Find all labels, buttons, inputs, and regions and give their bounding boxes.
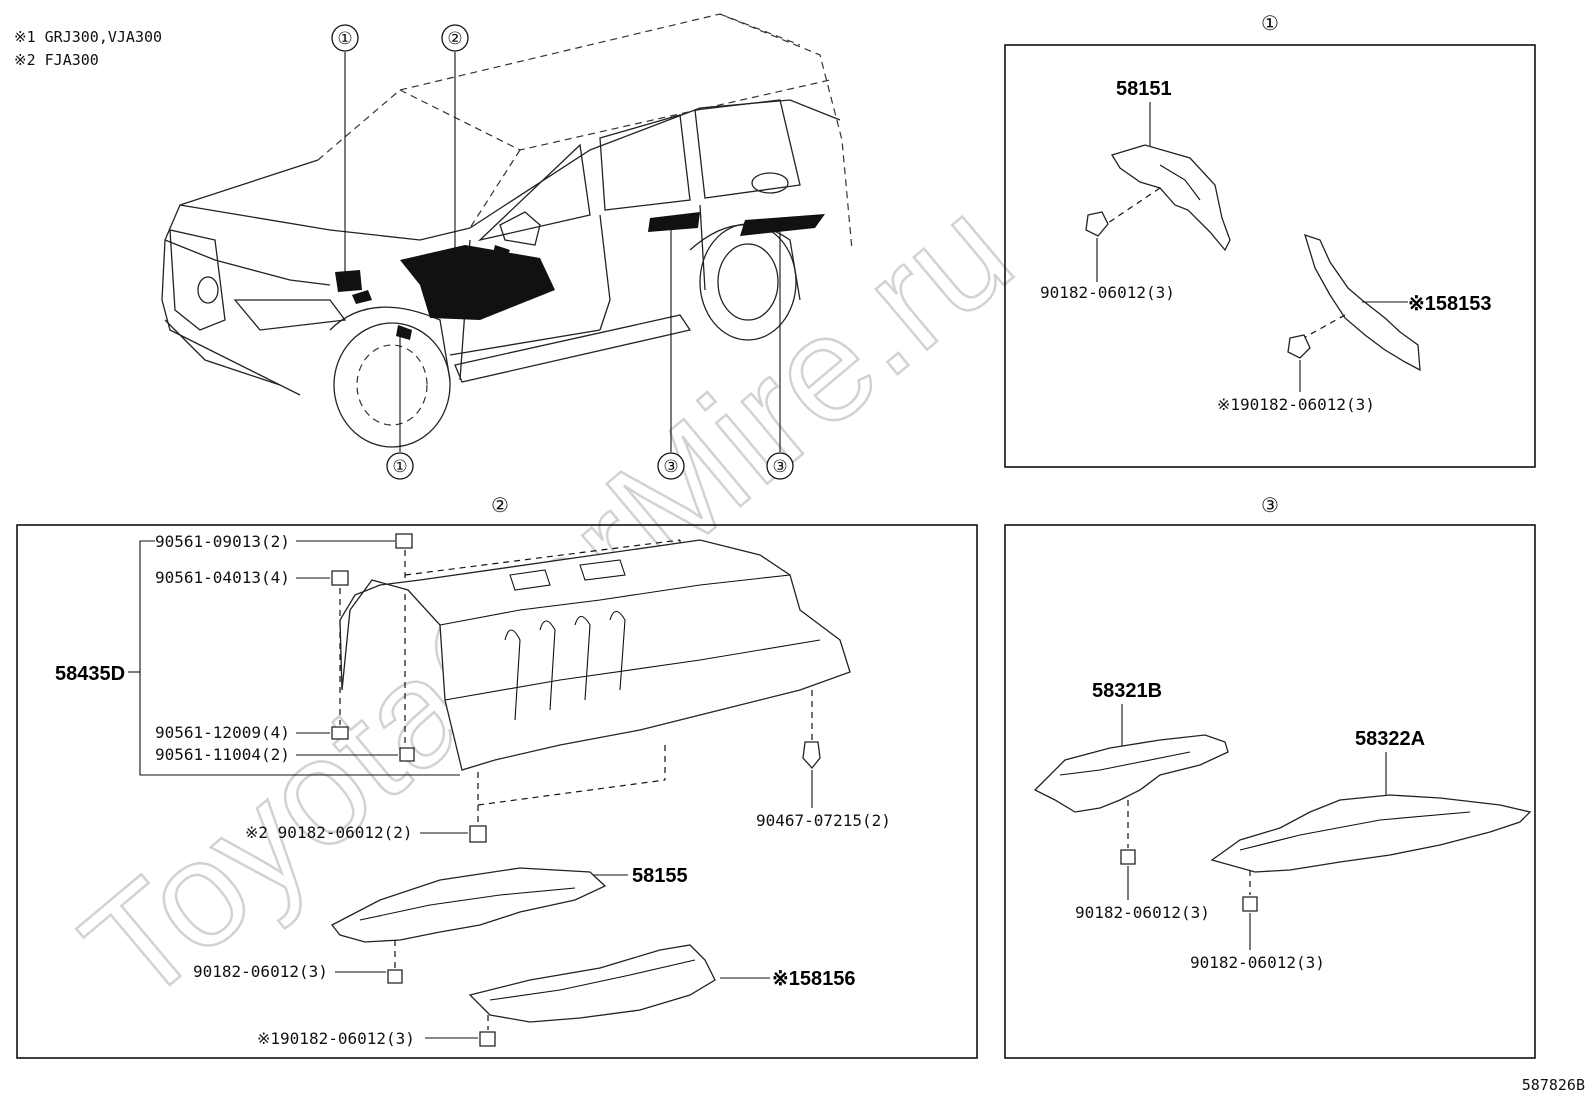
nut-58322A xyxy=(1242,896,1258,912)
callout-3-right: ③ xyxy=(772,457,787,477)
part-58321B xyxy=(1033,734,1229,813)
part-58435D xyxy=(339,539,851,771)
clip-5 xyxy=(469,825,487,843)
label-nut-3b: 90182-06012(3) xyxy=(1190,953,1325,972)
callout-1-top: ① xyxy=(337,29,352,49)
label-clip-4: 90561-11004(2) xyxy=(155,745,290,764)
figure-id: 587826B xyxy=(1522,1076,1585,1094)
nut-58155 xyxy=(387,969,403,984)
note-1: ※1 GRJ300,VJA300 xyxy=(14,28,162,46)
label-clip-3: 90561-12009(4) xyxy=(155,723,290,742)
label-58151: 58151 xyxy=(1116,78,1172,100)
label-clip-top: 90561-09013(2) xyxy=(155,532,290,551)
label-fastener-b: ※190182-06012(3) xyxy=(1217,395,1375,414)
label-stud: 90467-07215(2) xyxy=(756,811,891,830)
note-2: ※2 FJA300 xyxy=(14,51,99,69)
clip-4 xyxy=(399,747,415,762)
label-clip-5: ※2 90182-06012(2) xyxy=(245,823,413,842)
clip-3 xyxy=(331,726,349,740)
panel-1 xyxy=(1004,44,1536,468)
panel-2 xyxy=(16,524,978,1059)
label-nut-a: 90182-06012(3) xyxy=(193,962,328,981)
panel-2-title: ② xyxy=(491,493,509,517)
callout-1-bottom: ① xyxy=(392,457,407,477)
panel-1-title: ① xyxy=(1261,11,1279,35)
nut-58156 xyxy=(479,1031,496,1047)
label-nut-3a: 90182-06012(3) xyxy=(1075,903,1210,922)
label-nut-b: ※190182-06012(3) xyxy=(257,1029,415,1048)
label-58321B: 58321B xyxy=(1092,680,1162,702)
label-58156: ※158156 xyxy=(772,968,856,990)
label-58322A: 58322A xyxy=(1355,728,1425,750)
label-58153: ※158153 xyxy=(1408,293,1492,315)
clip-58151 xyxy=(1085,211,1109,237)
clip-58153 xyxy=(1287,334,1311,359)
clip-top xyxy=(395,533,413,549)
clip-2 xyxy=(331,570,349,586)
stud-90467 xyxy=(802,741,821,770)
part-58155 xyxy=(330,867,607,943)
label-clip-2: 90561-04013(4) xyxy=(155,568,290,587)
label-58155: 58155 xyxy=(632,865,688,887)
callout-3-left: ③ xyxy=(663,457,678,477)
callout-2-top: ② xyxy=(447,29,462,49)
panel-3-title: ③ xyxy=(1261,493,1279,517)
part-58322A xyxy=(1210,794,1532,873)
label-58435D: 58435D xyxy=(55,663,125,685)
nut-58321B xyxy=(1120,849,1136,865)
panel-3 xyxy=(1004,524,1536,1059)
vehicle-illustration xyxy=(161,13,853,448)
part-58151 xyxy=(1111,144,1231,252)
label-fastener-a: 90182-06012(3) xyxy=(1040,283,1175,302)
